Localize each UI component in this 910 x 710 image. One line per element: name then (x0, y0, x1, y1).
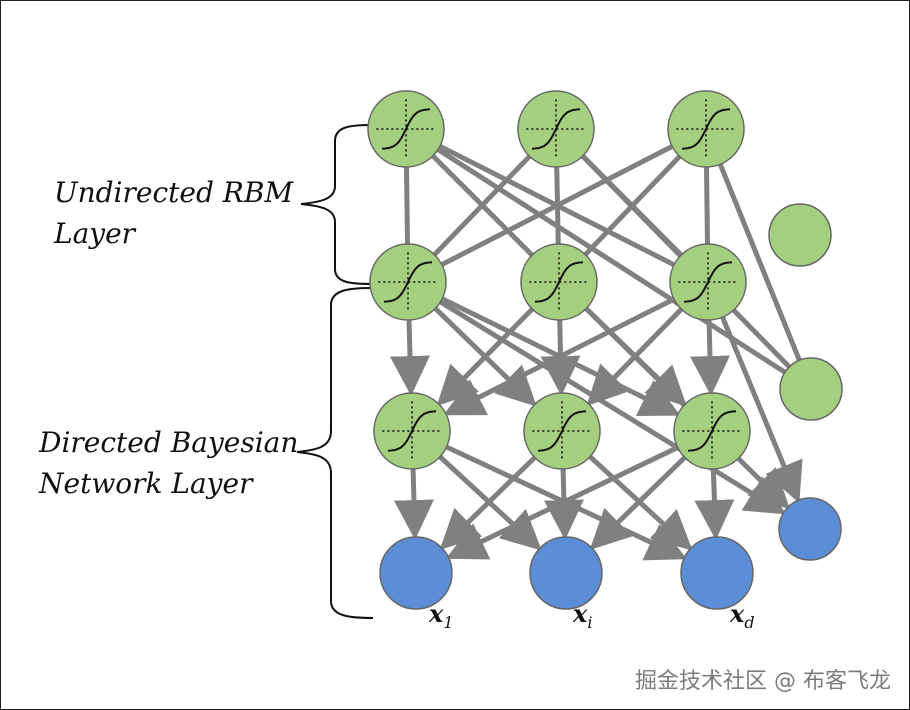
variable-label-xi: xi (573, 599, 593, 632)
rbm-label-line-1: Undirected RBM (54, 176, 294, 209)
edge-h3-2-to-h2-2 (703, 166, 711, 245)
bayesian-layer-label: Directed Bayesian Network Layer (39, 422, 298, 504)
hidden-unit-h2-0 (369, 243, 447, 321)
sigmoid-icon (534, 261, 584, 303)
bias-unit-h3 (768, 203, 832, 267)
sigmoid-icon (537, 410, 587, 452)
bias-unit-h2 (779, 357, 843, 421)
edges-group (389, 143, 803, 561)
variable-label-xd: xd (730, 599, 755, 632)
edge-h3-2-to-h2-1 (583, 154, 682, 257)
nodes-group (367, 90, 843, 610)
sigmoid-icon (687, 410, 737, 452)
edge-h2-2-to-h1-bias (720, 316, 803, 504)
bayesian-label-line-2: Network Layer (39, 467, 253, 500)
edge-h1-2-to-v-2 (694, 468, 735, 541)
edge-h3-0-to-h2-0 (403, 166, 411, 245)
brackets-group (296, 124, 374, 619)
sigmoid-icon (383, 261, 433, 303)
edge-h1-2-to-v-1 (589, 455, 687, 550)
bn-layer-bracket (296, 287, 374, 619)
edge-h2-0-to-h1-0 (389, 319, 430, 397)
edge-h3-2-to-h2-0 (440, 144, 674, 267)
hidden-unit-h1-1 (523, 392, 601, 470)
sigmoid-icon (681, 108, 731, 150)
edge-h1-2-to-v-0 (445, 445, 679, 560)
sigmoid-icon (683, 261, 733, 303)
edge-h3-0-to-h2-bias (436, 147, 787, 375)
variable-label-x1: x1 (429, 599, 454, 632)
sigmoid-icon (387, 410, 437, 452)
sigmoid-icon (381, 108, 431, 150)
hidden-unit-h3-0 (367, 90, 445, 168)
edge-h3-2-to-h2-bias (717, 163, 802, 362)
edge-h2-2-to-h1-0 (443, 296, 676, 416)
bayesian-label-line-1: Directed Bayesian (39, 426, 299, 459)
hidden-unit-h1-2 (673, 392, 751, 470)
hidden-unit-h3-1 (517, 90, 595, 168)
rbm-layer-bracket (300, 124, 372, 285)
visible-unit-2 (680, 536, 754, 610)
visible-unit-1 (529, 536, 603, 610)
hidden-unit-h1-0 (373, 392, 451, 470)
edge-h2-0-to-h1-bias (439, 299, 787, 515)
hidden-unit-h2-1 (520, 243, 598, 321)
sigmoid-icon (531, 108, 581, 150)
edge-h2-2-to-h1-2 (689, 319, 730, 397)
hidden-unit-h2-2 (669, 243, 747, 321)
watermark-text: 掘金技术社区 @ 布客飞龙 (635, 669, 891, 694)
hidden-unit-h3-2 (667, 90, 745, 168)
visible-unit-0 (379, 536, 453, 610)
edge-h1-0-to-v-0 (393, 468, 434, 541)
bias-unit-h1 (778, 497, 842, 561)
rbm-label-line-2: Layer (54, 217, 136, 250)
rbm-layer-label: Undirected RBM Layer (54, 172, 293, 254)
edge-h2-2-to-h1-1 (586, 307, 684, 407)
edge-h3-1-to-h2-0 (432, 154, 532, 257)
